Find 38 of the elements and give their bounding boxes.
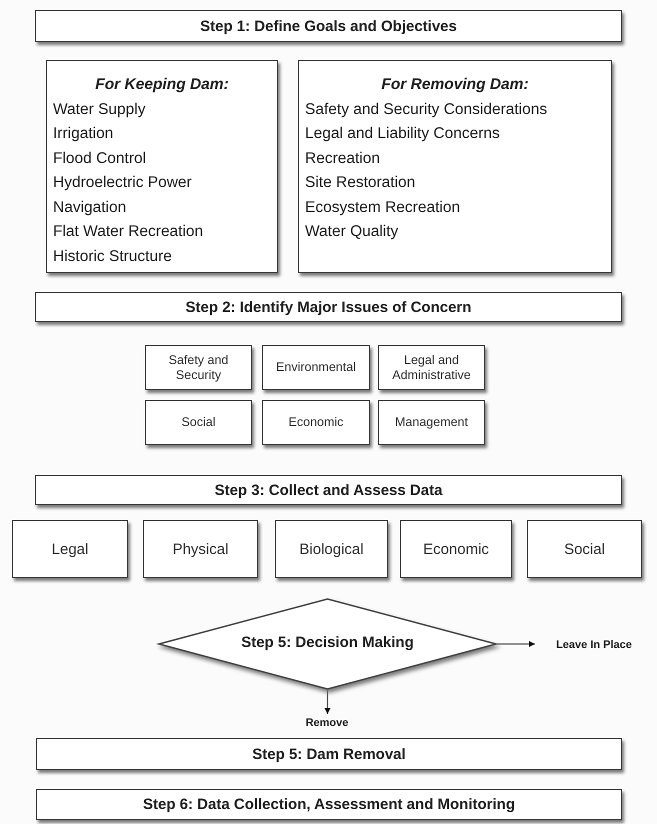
decision-text: Step 5: Decision Making (240, 634, 415, 651)
list-item: Flood Control (53, 148, 146, 168)
list-item: Safety and Security Considerations (305, 100, 548, 120)
list-item: Site Restoration (305, 173, 416, 193)
data-category-box: Physical (143, 520, 258, 578)
list-item: Legal and Liability Concerns (305, 124, 500, 144)
issue-box: Legal and Administrative (378, 345, 485, 390)
list-item: Historic Structure (53, 246, 172, 266)
list-item: Water Quality (305, 222, 398, 242)
data-category-box: Legal (12, 520, 128, 578)
list-item: Hydroelectric Power (53, 173, 192, 193)
step-box: Step 5: Dam Removal (36, 738, 622, 770)
list-item: Recreation (305, 148, 380, 168)
list-heading: For Removing Dam: (381, 75, 529, 95)
list-item: Flat Water Recreation (53, 222, 204, 242)
list-item: Irrigation (53, 124, 114, 144)
goal-list-box (46, 60, 278, 273)
outcome-label: Remove (295, 714, 359, 732)
outcome-label: Leave In Place (535, 636, 653, 654)
issue-box: Social (145, 400, 252, 445)
data-category-box: Biological (275, 520, 388, 578)
arrow (324, 690, 330, 714)
list-item: Navigation (53, 198, 126, 218)
list-heading: For Keeping Dam: (95, 75, 229, 95)
step-box: Step 6: Data Collection, Assessment and Monitoring (36, 789, 622, 820)
step-box: Step 2: Identify Major Issues of Concern (35, 292, 622, 322)
step-box: Step 1: Define Goals and Objectives (35, 10, 622, 42)
issue-box: Management (378, 400, 485, 445)
step-box: Step 3: Collect and Assess Data (35, 475, 622, 505)
data-category-box: Economic (400, 520, 512, 578)
list-item: Ecosystem Recreation (305, 198, 460, 218)
goal-list-box (298, 60, 612, 273)
issue-box: Environmental (262, 345, 370, 390)
arrow (497, 641, 535, 647)
list-item: Water Supply (53, 100, 146, 120)
issue-box: Safety and Security (145, 345, 252, 390)
issue-box: Economic (262, 400, 370, 445)
data-category-box: Social (527, 520, 642, 578)
